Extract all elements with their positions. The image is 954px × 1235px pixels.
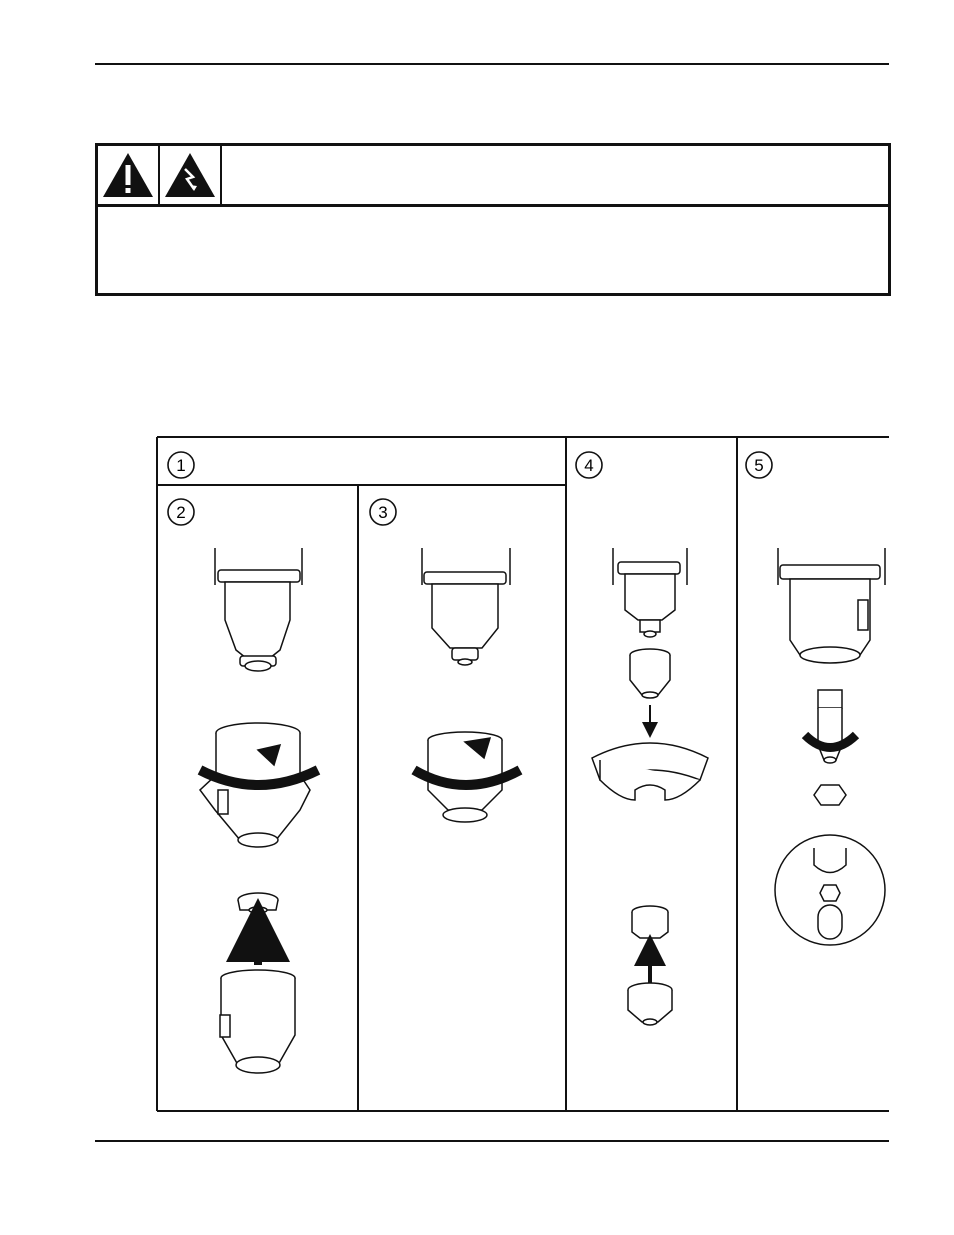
step-label-1: 1 [167, 451, 195, 479]
svg-text:4: 4 [584, 456, 593, 475]
step-label-2: 2 [167, 498, 195, 526]
svg-text:1: 1 [176, 456, 185, 475]
warning-icon-cell [98, 146, 160, 204]
nozzle-illustration [629, 648, 671, 699]
figure-frame [156, 436, 889, 1112]
svg-text:5: 5 [754, 456, 763, 475]
remove-shield-illustration [197, 722, 321, 848]
retaining-cap-illustration [219, 969, 296, 1074]
step-label-5: 5 [745, 451, 773, 479]
svg-text:2: 2 [176, 503, 185, 522]
shock-icon-cell [160, 146, 222, 204]
electrode-tool-illustration [774, 834, 886, 946]
step-label-4: 4 [575, 451, 603, 479]
wrench-tool-illustration [591, 742, 709, 801]
hex-socket-illustration [813, 784, 847, 806]
torch-head-illustration [777, 548, 886, 664]
torch-without-shield-illustration [421, 548, 511, 666]
remove-retaining-cap-illustration [411, 731, 523, 823]
swirl-ring-illustration [627, 982, 673, 1026]
warning-exclamation-icon [103, 153, 153, 197]
shield-cap-illustration [237, 892, 279, 914]
electrode-illustration [801, 689, 860, 764]
warning-box [95, 143, 891, 296]
electric-shock-icon [165, 153, 215, 197]
torch-with-shield-illustration [214, 548, 303, 672]
header-rule [95, 63, 889, 65]
warning-header [98, 146, 888, 207]
svg-text:3: 3 [378, 503, 387, 522]
electrode-assembly-illustration [631, 905, 669, 939]
footer-rule [95, 1140, 889, 1142]
torch-with-nozzle-illustration [612, 548, 688, 638]
step-label-3: 3 [369, 498, 397, 526]
